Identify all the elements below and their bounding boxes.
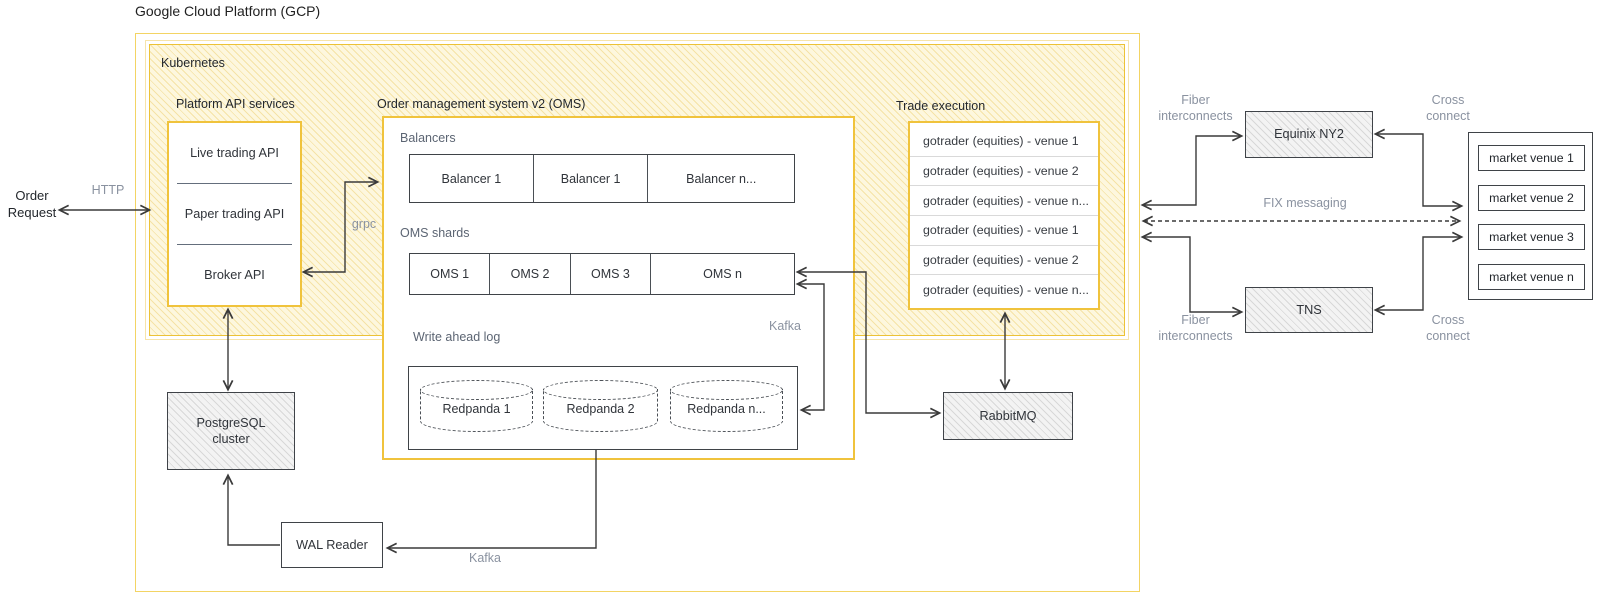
oms-n: OMS n xyxy=(650,254,794,294)
gotrader-row: gotrader (equities) - venue 1 xyxy=(923,134,1079,149)
platform-api-box: Live trading API Paper trading API Broke… xyxy=(167,121,302,307)
rabbitmq-node: RabbitMQ xyxy=(943,392,1073,440)
market-venue-3: market venue 3 xyxy=(1478,224,1585,250)
wal-reader-label: WAL Reader xyxy=(296,537,368,552)
market-venue-n: market venue n xyxy=(1478,264,1585,290)
oms-3: OMS 3 xyxy=(569,254,650,294)
cross-bottom-edge-label: Cross connect xyxy=(1426,313,1470,343)
oms-1: OMS 1 xyxy=(430,267,470,281)
redpanda-2-cylinder: Redpanda 2 xyxy=(543,380,658,432)
wal-reader-node: WAL Reader xyxy=(281,522,383,568)
oms-shards-box: OMS 1 OMS 2 OMS 3 OMS n xyxy=(409,253,795,295)
broker-api: Broker API xyxy=(177,244,292,305)
fiber-bottom-edge-label: Fiber interconnects xyxy=(1158,313,1233,343)
edge-cross-bottom-venues xyxy=(1373,231,1464,316)
edge-fiber-bottom-tns xyxy=(1140,231,1244,318)
oms-label: Order management system v2 (OMS) xyxy=(377,97,586,111)
grpc-edge-label: grpc xyxy=(351,217,377,231)
gotrader-row: gotrader (equities) - venue n... xyxy=(910,274,1098,304)
balancer-1: Balancer 1 xyxy=(441,171,502,186)
postgresql-label: PostgreSQL cluster xyxy=(196,415,266,447)
market-venue-2: market venue 2 xyxy=(1478,185,1585,211)
kafka-right-edge-label: Kafka xyxy=(769,319,801,333)
kubernetes-label: Kubernetes xyxy=(161,56,225,70)
diagram-title: Google Cloud Platform (GCP) xyxy=(135,3,321,19)
redpanda-1-label: Redpanda 1 xyxy=(442,402,511,416)
cylinder-top xyxy=(543,380,658,400)
fix-messaging-label: FIX messaging xyxy=(1263,196,1347,210)
rabbitmq-label: RabbitMQ xyxy=(979,408,1037,423)
oms-2: OMS 2 xyxy=(489,254,569,294)
order-request-label: Order Request xyxy=(7,188,57,220)
cylinder-top xyxy=(420,380,533,400)
paper-trading-api: Paper trading API xyxy=(177,183,292,244)
redpanda-2-label: Redpanda 2 xyxy=(566,402,635,416)
balancer-n: Balancer n... xyxy=(647,155,794,202)
market-venues-box: market venue 1 market venue 2 market ven… xyxy=(1468,132,1593,300)
platform-api-label: Platform API services xyxy=(176,97,295,111)
market-venue-1: market venue 1 xyxy=(1478,145,1585,171)
cylinder-top xyxy=(670,380,783,400)
redpanda-n-cylinder: Redpanda n... xyxy=(670,380,783,432)
trade-execution-label: Trade execution xyxy=(896,99,986,113)
tns-label: TNS xyxy=(1296,302,1322,317)
edge-cross-top-venues xyxy=(1373,128,1464,212)
gotrader-row: gotrader (equities) - venue 2 xyxy=(910,244,1098,275)
edge-fiber-top-equinix xyxy=(1140,130,1244,211)
live-trading-api: Live trading API xyxy=(190,146,279,160)
gcp-boundary-box xyxy=(135,33,1140,592)
gotrader-row: gotrader (equities) - venue n... xyxy=(910,185,1098,215)
redpanda-1-cylinder: Redpanda 1 xyxy=(420,380,533,432)
postgresql-node: PostgreSQL cluster xyxy=(167,392,295,470)
redpanda-n-label: Redpanda n... xyxy=(687,402,766,416)
equinix-node: Equinix NY2 xyxy=(1245,111,1373,158)
gotrader-row: gotrader (equities) - venue 1 xyxy=(910,215,1098,245)
cross-top-edge-label: Cross connect xyxy=(1426,93,1470,123)
wal-label: Write ahead log xyxy=(413,330,501,344)
balancers-label: Balancers xyxy=(400,131,456,145)
trade-execution-box: gotrader (equities) - venue 1 gotrader (… xyxy=(908,121,1100,310)
http-edge-label: HTTP xyxy=(91,183,125,197)
balancer-2: Balancer 1 xyxy=(532,155,648,202)
kafka-bottom-edge-label: Kafka xyxy=(469,551,501,565)
tns-node: TNS xyxy=(1245,287,1373,333)
oms-shards-label: OMS shards xyxy=(400,226,470,240)
balancers-box: Balancer 1 Balancer 1 Balancer n... xyxy=(409,154,795,203)
equinix-label: Equinix NY2 xyxy=(1274,127,1344,142)
fiber-top-edge-label: Fiber interconnects xyxy=(1158,93,1233,123)
gotrader-row: gotrader (equities) - venue 2 xyxy=(910,155,1098,186)
